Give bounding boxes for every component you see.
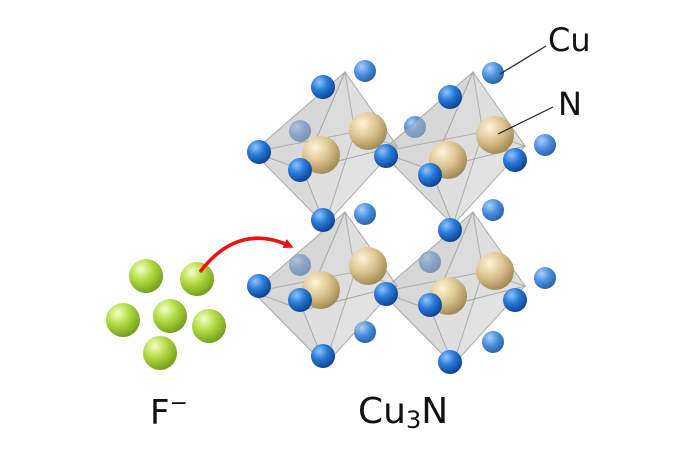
nitrogen-atom [476,252,514,290]
copper-atom [418,293,442,317]
copper-label: Cu [548,21,591,59]
copper-atom [438,350,462,374]
fluoride-cluster [106,259,226,370]
fluoride-atom [129,259,163,293]
copper-atom [311,208,335,232]
copper-atom [374,144,398,168]
curved-arrow-icon [198,236,294,274]
copper-atom [354,203,376,225]
nitrogen-label: N [558,85,582,123]
copper-atom [482,62,504,84]
copper-atom [438,85,462,109]
octahedra-layer [251,70,527,366]
nitrogen-atom [302,136,340,174]
compound-suffix: N [421,391,449,432]
copper-atom [534,267,556,289]
copper-atom [289,120,311,142]
nitrogen-atom [349,247,387,285]
leader-lines [497,45,554,135]
copper-atom [311,344,335,368]
copper-atom [311,75,335,99]
copper-atom [289,254,311,276]
copper-atom [247,274,271,298]
back-copper-atoms [289,60,556,353]
compound-subscript: 3 [405,406,422,434]
fluoride-label: F− [150,393,188,433]
copper-atom [374,282,398,306]
copper-atom [288,288,312,312]
copper-leader-line [499,45,547,75]
copper-atom [482,199,504,221]
fluoride-atom [143,336,177,370]
copper-atom [438,218,462,242]
copper-atom [247,140,271,164]
fluoride-symbol: F [150,393,170,433]
fluoride-atom [106,303,140,337]
copper-atom [503,148,527,172]
copper-atom [419,251,441,273]
nitrogen-atom [476,116,514,154]
front-copper-atoms [247,75,527,374]
copper-atom [418,163,442,187]
compound-label: Cu3N [358,391,449,433]
compound-prefix: Cu [358,391,406,432]
nitrogen-leader-line [497,106,554,135]
fluoride-atom [192,309,226,343]
copper-atom [482,331,504,353]
copper-atom [534,134,556,156]
copper-atom [503,288,527,312]
nitrogen-atom [349,112,387,150]
fluoride-atom [153,299,187,333]
copper-atom [404,116,426,138]
fluoride-charge: − [169,391,188,416]
copper-atom [354,60,376,82]
copper-atom [288,158,312,182]
fluoride-atom [180,262,214,296]
